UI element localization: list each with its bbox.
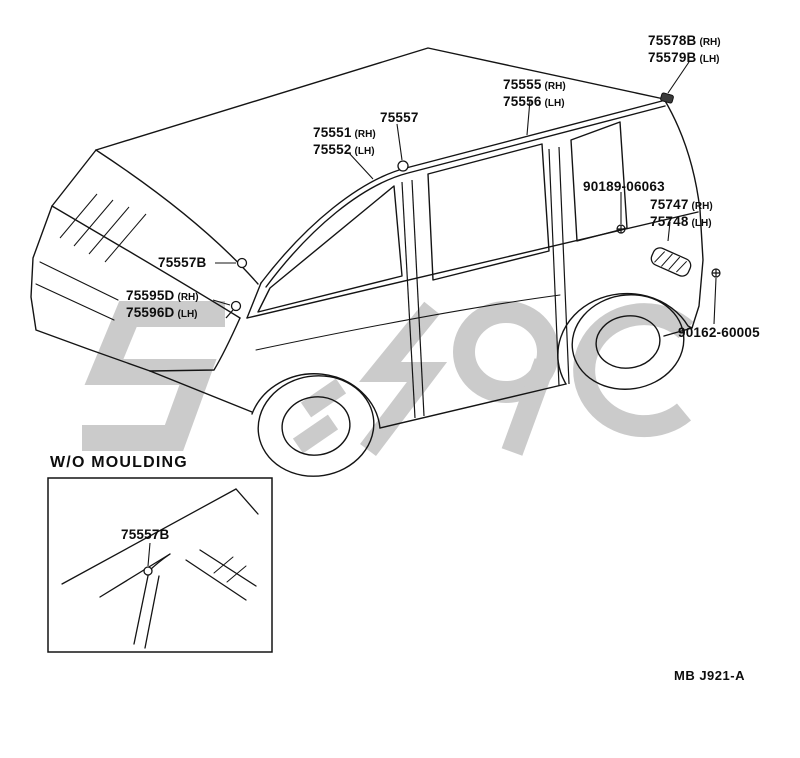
part-number: 75579B: [648, 50, 697, 65]
side-windows: [257, 121, 628, 313]
rear-wheel: [571, 294, 685, 390]
part-number-row: 90162-60005: [678, 325, 760, 340]
roof-drip-moulding: [260, 100, 666, 288]
side-indicator: (RH): [354, 129, 376, 140]
side-indicator: (LH): [691, 218, 712, 229]
side-indicator: (RH): [544, 81, 566, 92]
screw-90189: [616, 224, 626, 234]
windshield-hatch: [59, 193, 147, 263]
part-number: 75557B: [158, 255, 207, 270]
part-number-row: 75551(RH): [313, 125, 376, 142]
part-label-90162-60005: 90162-60005: [678, 325, 760, 340]
part-number: 75747: [650, 197, 689, 212]
inset-grommet-75557b: [143, 566, 153, 576]
side-indicator: (RH): [691, 201, 713, 212]
side-indicator: (LH): [177, 309, 198, 320]
part-number-row: 75748(LH): [650, 214, 713, 231]
part-number-row: 75555(RH): [503, 77, 566, 94]
inset-box: [47, 477, 273, 653]
side-indicator: (RH): [699, 37, 721, 48]
part-label-75557b: 75557B: [158, 255, 207, 270]
grommet-75557b: [236, 257, 248, 269]
front-wheel: [257, 375, 375, 477]
inset-part-label-75557b: 75557B: [121, 527, 170, 542]
part-number: 75557: [380, 110, 419, 125]
part-number-row: 75747(RH): [650, 197, 713, 214]
leader-lines: [147, 61, 717, 567]
part-number: 75557B: [121, 527, 170, 542]
side-indicator: (LH): [354, 146, 375, 157]
clip-75578b: [660, 92, 674, 104]
inset-art: [61, 488, 259, 649]
part-number: 75551: [313, 125, 352, 140]
part-label-75551: 75551(RH) 75552(LH): [313, 125, 376, 159]
part-number-row: 75552(LH): [313, 142, 376, 159]
door-seams: [401, 146, 570, 419]
part-label-90189-06063: 90189-06063: [583, 179, 665, 194]
part-label-75747: 75747(RH) 75748(LH): [650, 197, 713, 231]
part-number: 90162-60005: [678, 325, 760, 340]
side-indicator: (RH): [177, 292, 199, 303]
part-number-row: 90189-06063: [583, 179, 665, 194]
grommet-75557: [397, 160, 409, 172]
part-number: 75748: [650, 214, 689, 229]
part-number-row: 75595D(RH): [126, 288, 199, 305]
part-label-75555: 75555(RH) 75556(LH): [503, 77, 566, 111]
part-number-row: 75578B(RH): [648, 33, 721, 50]
inset-title: W/O MOULDING: [50, 454, 188, 471]
part-number: 75556: [503, 94, 542, 109]
side-indicator: (LH): [699, 54, 720, 65]
part-number-row: 75579B(LH): [648, 50, 721, 67]
part-number: 75552: [313, 142, 352, 157]
garnish-75747: [650, 247, 692, 277]
part-number-row: 75557: [380, 110, 419, 125]
part-label-75578b: 75578B(RH) 75579B(LH): [648, 33, 721, 67]
part-number: 75578B: [648, 33, 697, 48]
drawing-code: MB J921-A: [674, 668, 745, 683]
part-number: 75595D: [126, 288, 175, 303]
grommet-75595d: [225, 300, 242, 319]
part-number-row: 75557B: [158, 255, 207, 270]
part-number: 75596D: [126, 305, 175, 320]
part-number-row: 75557B: [121, 527, 170, 542]
part-number: 75555: [503, 77, 542, 92]
side-indicator: (LH): [544, 98, 565, 109]
part-label-75557: 75557: [380, 110, 419, 125]
part-number-row: 75596D(LH): [126, 305, 199, 322]
part-number-row: 75556(LH): [503, 94, 566, 111]
part-label-75595d: 75595D(RH) 75596D(LH): [126, 288, 199, 322]
part-number: 90189-06063: [583, 179, 665, 194]
screw-90162: [711, 268, 721, 278]
